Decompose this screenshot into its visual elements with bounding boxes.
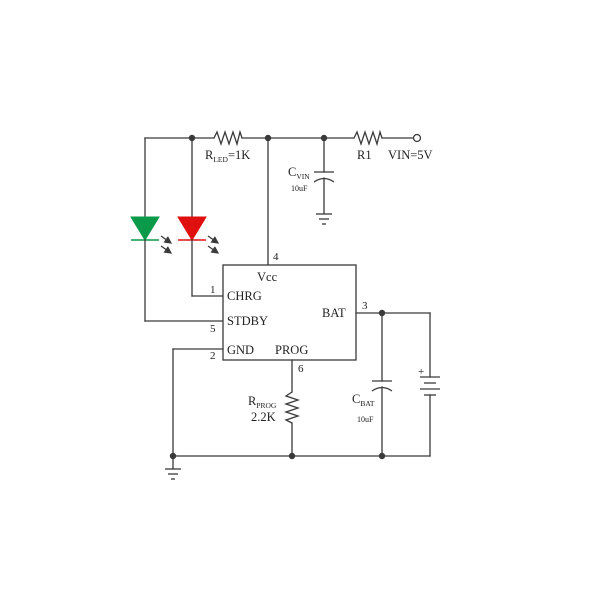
c-vin-capacitor xyxy=(313,137,335,214)
r-led-resistor xyxy=(213,129,243,147)
r-prog-label: RPROG xyxy=(248,394,277,410)
r-prog-value: 2.2K xyxy=(251,410,276,424)
ic-gnd-label: GND xyxy=(227,343,254,357)
r1-label: R1 xyxy=(357,148,372,162)
junction-dot xyxy=(378,452,386,460)
pin-number-3: 3 xyxy=(362,300,368,312)
ground-icon xyxy=(165,468,181,480)
green-led-branch xyxy=(130,137,173,322)
red-led-branch xyxy=(177,137,220,297)
c-bat-label: CBAT xyxy=(352,392,375,408)
pin-number-4: 4 xyxy=(273,251,279,263)
c-vin-label: CVIN xyxy=(288,165,310,181)
vin-terminal xyxy=(412,133,422,143)
c-bat-value: 10uF xyxy=(357,415,374,424)
battery-icon xyxy=(420,312,440,457)
pin-number-5: 5 xyxy=(210,323,216,335)
pin-number-2: 2 xyxy=(210,350,216,362)
ic-stdby-label: STDBY xyxy=(227,314,268,328)
pin-number-6: 6 xyxy=(298,363,304,375)
pin-number-1: 1 xyxy=(210,284,216,296)
ground-icon xyxy=(316,213,332,225)
red-led-icon xyxy=(177,216,207,241)
ic-bat-label: BAT xyxy=(322,306,346,320)
ic-prog-label: PROG xyxy=(275,343,308,357)
green-led-icon xyxy=(130,216,160,241)
r-led-label: RLED=1K xyxy=(205,148,250,164)
r1-resistor xyxy=(353,129,383,147)
junction-dot xyxy=(169,452,177,460)
r-prog-resistor xyxy=(283,359,301,457)
ic-chrg-label: CHRG xyxy=(227,289,262,303)
battery-plus-label: + xyxy=(418,366,424,378)
vin-label: VIN=5V xyxy=(388,148,433,162)
junction-dot xyxy=(288,452,296,460)
c-vin-value: 10uF xyxy=(291,184,308,193)
c-bat-capacitor xyxy=(371,312,393,457)
ic-vcc-label: Vcc xyxy=(257,270,278,284)
